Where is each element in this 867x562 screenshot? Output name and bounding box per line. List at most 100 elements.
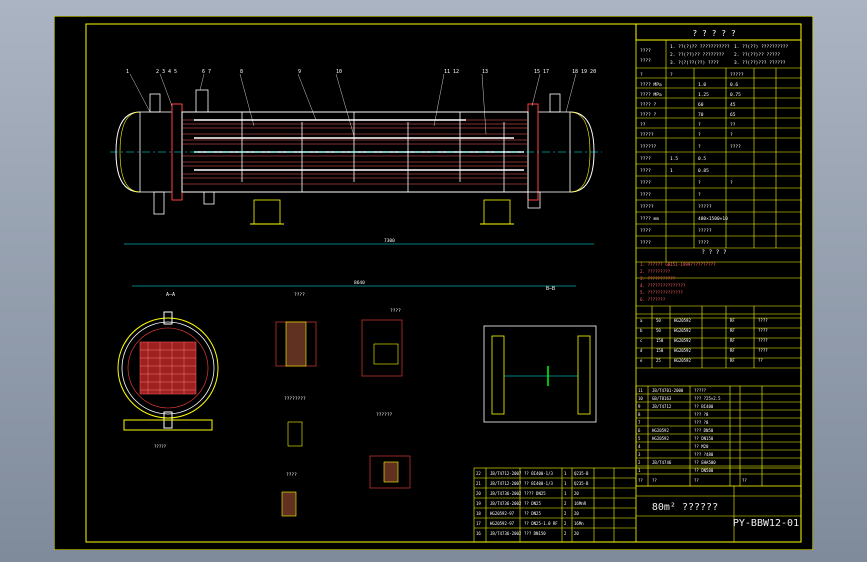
svg-text:?????: ????? [640, 132, 654, 138]
dimension-main: 7300 [384, 238, 395, 244]
svg-text:HG20592: HG20592 [674, 348, 691, 353]
svg-text:HG20592: HG20592 [652, 428, 669, 433]
svg-text:????: ???? [640, 156, 651, 162]
svg-text:????: ???? [730, 144, 741, 150]
svg-text:60: 60 [698, 102, 704, 108]
svg-text:??? DN50: ??? DN50 [694, 428, 714, 433]
svg-text:HG20592: HG20592 [674, 318, 691, 323]
svg-text:2: 2 [564, 531, 567, 536]
svg-text:20: 20 [574, 511, 579, 516]
svg-text:22: 22 [476, 471, 481, 476]
svg-text:?: ? [698, 144, 701, 150]
technical-notes: 1. ?????? GB151-1999?????????? 2. ??????… [640, 262, 716, 302]
svg-text:17: 17 [476, 521, 481, 526]
svg-text:?: ? [698, 192, 701, 198]
drawing-sheet: ? ? ? ? ? [54, 16, 813, 550]
svg-text:1.0: 1.0 [698, 82, 706, 88]
svg-text:????: ???? [640, 58, 651, 64]
svg-text:??? ?25×2.5: ??? ?25×2.5 [694, 396, 721, 401]
detail-4-label: ?????? [376, 412, 393, 418]
svg-text:??: ?? [694, 478, 699, 483]
svg-text:b: b [640, 328, 643, 333]
svg-text:JB/T4712: JB/T4712 [652, 404, 672, 409]
svg-text:2. ?????????: 2. ????????? [640, 269, 671, 274]
svg-text:9: 9 [298, 69, 301, 75]
svg-text:????: ???? [640, 168, 651, 174]
svg-text:??? ?8: ??? ?8 [694, 420, 709, 425]
svg-text:50: 50 [656, 328, 661, 333]
section-a-label: A—A [166, 292, 175, 298]
svg-text:8: 8 [638, 412, 641, 417]
svg-text:????: ???? [698, 240, 709, 246]
svg-text:HG20592: HG20592 [674, 338, 691, 343]
drawing-title: 80m² ?????? [652, 502, 718, 513]
svg-text:2 3 4 5: 2 3 4 5 [156, 69, 177, 75]
svg-text:10: 10 [336, 69, 342, 75]
svg-text:8: 8 [240, 69, 243, 75]
svg-text:????: ???? [758, 348, 768, 353]
svg-text:RF: RF [730, 358, 735, 363]
svg-text:1. ??(??) ??????????: 1. ??(??) ?????????? [734, 44, 788, 50]
svg-text:1: 1 [564, 491, 567, 496]
svg-text:RF: RF [730, 328, 735, 333]
svg-text:??? ?8: ??? ?8 [694, 412, 709, 417]
svg-text:??????: ?????? [640, 144, 657, 150]
svg-text:?? EHA500: ?? EHA500 [694, 460, 716, 465]
svg-text:?????: ????? [698, 228, 712, 234]
detail-2-label: ???? [390, 308, 401, 314]
svg-text:50: 50 [656, 318, 661, 323]
detail-views: ???? ???? ???????? ?????? ???? [275, 292, 411, 517]
svg-text:?? DN25: ?? DN25 [524, 501, 541, 506]
svg-text:c: c [640, 338, 643, 343]
svg-text:1: 1 [564, 471, 567, 476]
svg-text:?? DN150: ?? DN150 [694, 436, 714, 441]
svg-text:0.5: 0.5 [698, 156, 706, 162]
svg-text:1.5: 1.5 [670, 156, 678, 162]
svg-text:150: 150 [656, 338, 664, 343]
svg-text:??? ?480: ??? ?480 [694, 452, 714, 457]
svg-text:???? MPa: ???? MPa [640, 82, 662, 88]
svg-text:?? DN500: ?? DN500 [694, 468, 714, 473]
svg-text:????: ???? [640, 48, 651, 54]
svg-text:4. ???????????????: 4. ??????????????? [640, 283, 686, 288]
svg-text:?: ? [640, 72, 643, 78]
svg-text:?: ? [698, 132, 701, 138]
svg-text:JB/T4736-2002: JB/T4736-2002 [490, 501, 522, 506]
svg-text:2. ??(??)?? ?????: 2. ??(??)?? ????? [734, 52, 780, 58]
svg-text:JB/T4736-2002: JB/T4736-2002 [490, 491, 522, 496]
svg-text:16Mn: 16Mn [574, 521, 584, 526]
svg-text:2: 2 [638, 460, 641, 465]
svg-text:1. ??(?)?? ???????????: 1. ??(?)?? ??????????? [670, 44, 730, 50]
svg-text:11: 11 [638, 388, 643, 393]
detail-5-label: ???? [286, 472, 297, 478]
svg-text:16MnR: 16MnR [574, 501, 587, 506]
svg-text:11 12: 11 12 [444, 69, 459, 75]
svg-text:?? BI400-1/3: ?? BI400-1/3 [524, 471, 553, 476]
section-a-view: A—A ????? [117, 292, 219, 449]
svg-text:RF: RF [730, 338, 735, 343]
svg-text:???? ?: ???? ? [640, 102, 657, 108]
drawing-border [85, 23, 802, 543]
table-heading: ? ? ? ? ? [692, 29, 736, 38]
svg-text:JB/T4712-2007: JB/T4712-2007 [490, 471, 522, 476]
svg-text:1: 1 [564, 481, 567, 486]
bom-grid [635, 385, 802, 487]
svg-text:65: 65 [730, 112, 736, 118]
svg-text:GB/T8163: GB/T8163 [652, 396, 672, 401]
svg-text:?: ? [730, 132, 733, 138]
svg-text:15 17: 15 17 [534, 69, 549, 75]
svg-text:?? BI400-1/3: ?? BI400-1/3 [524, 481, 553, 486]
svg-text:1: 1 [126, 69, 129, 75]
svg-text:HG20592: HG20592 [674, 328, 691, 333]
table-text-marks: ???????? 1. ??(?)?? ??????????? 2. ??(??… [640, 44, 788, 246]
drawing-code: PY-BBW12-01 [733, 518, 799, 529]
table-header-row [635, 23, 802, 41]
svg-text:??? DN150: ??? DN150 [524, 531, 546, 536]
svg-text:????: ???? [758, 318, 768, 323]
svg-text:1: 1 [670, 168, 673, 174]
svg-text:?: ? [670, 72, 673, 78]
svg-text:20: 20 [476, 491, 481, 496]
